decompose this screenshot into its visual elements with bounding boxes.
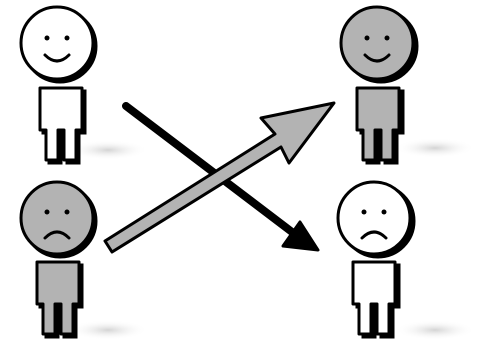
right-eye — [385, 36, 390, 41]
left-eye — [45, 36, 50, 41]
right-eye — [382, 210, 387, 215]
figure-head — [21, 182, 93, 254]
right-eye — [65, 36, 70, 41]
figure-bottom-right — [338, 182, 475, 340]
figure-shadow — [395, 320, 475, 340]
figure-head — [341, 7, 413, 79]
figure-bottom-left — [21, 182, 148, 340]
left-eye — [45, 210, 50, 215]
figure-top-right — [341, 7, 475, 163]
left-eye — [365, 36, 370, 41]
right-eye — [65, 210, 70, 215]
figure-top-left — [21, 7, 148, 163]
figure-shadow — [68, 320, 148, 340]
figure-shadow — [395, 138, 475, 158]
figure-head — [21, 7, 93, 79]
figure-head — [338, 182, 410, 254]
left-eye — [362, 210, 367, 215]
